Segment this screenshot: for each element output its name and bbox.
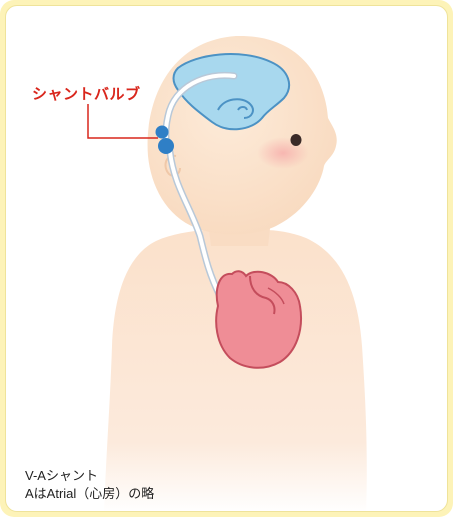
eye xyxy=(291,134,302,146)
caption-line-2: AはAtrial（心房）の略 xyxy=(25,485,154,503)
figure-caption: V-Aシャント AはAtrial（心房）の略 xyxy=(25,467,154,503)
figure-panel: シャントバルブ V-Aシャント AはAtrial（心房）の略 xyxy=(5,5,448,512)
shunt-illustration xyxy=(6,6,448,512)
label-leader-line xyxy=(88,104,158,138)
caption-line-1: V-Aシャント xyxy=(25,467,154,485)
shunt-valve-label: シャントバルブ xyxy=(32,83,141,104)
shunt-valve-upper xyxy=(156,126,169,139)
shunt-valve-lower xyxy=(158,138,174,154)
heart xyxy=(216,271,301,368)
